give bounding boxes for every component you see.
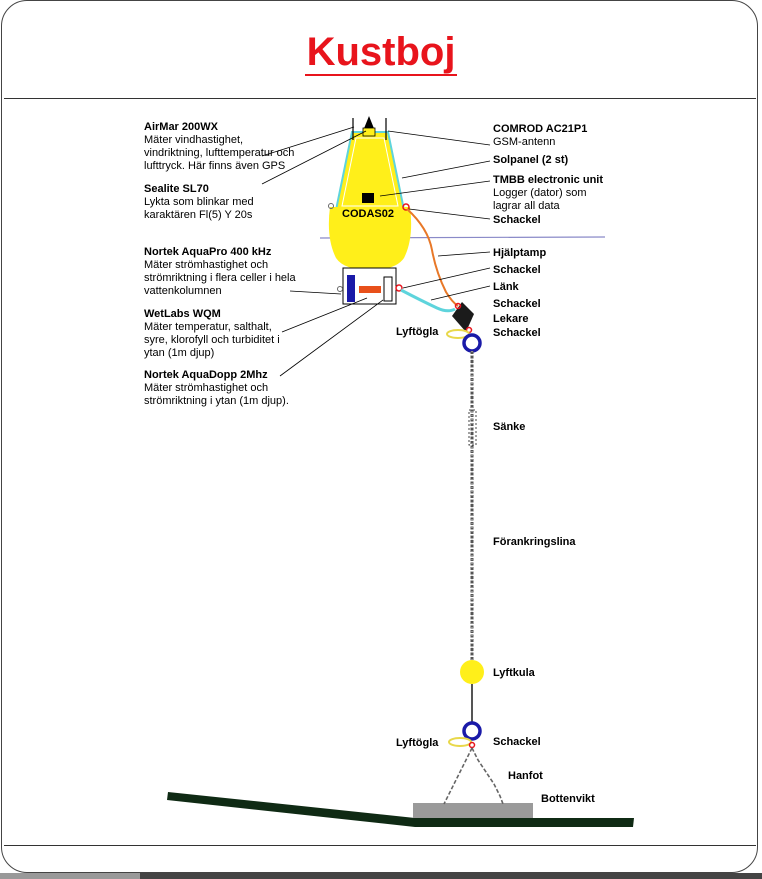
seabed [167, 792, 634, 827]
label-forankringslina: Förankringslina [493, 536, 576, 548]
bottom-weight [413, 803, 533, 818]
bridle-left [443, 747, 473, 805]
swivel [452, 302, 474, 332]
helper-rope [406, 208, 459, 307]
label-schackel-4: Schackel [493, 327, 541, 339]
label-schackel-3: Schackel [493, 298, 541, 310]
label-bottenvikt: Bottenvikt [541, 793, 595, 805]
label-lyftogla-bottom: Lyftögla [396, 737, 439, 749]
sinker [468, 409, 477, 446]
label-buoy-name: CODAS02 [342, 208, 394, 220]
label-lank: Länk [493, 281, 519, 293]
label-schackel-2: Schackel [493, 264, 541, 276]
footer-divider [4, 845, 756, 846]
lift-ring-bottom [448, 737, 472, 747]
label-schackel-1: Schackel [493, 214, 541, 226]
aquapro-instrument [347, 275, 355, 302]
label-schackel-5: Schackel [493, 736, 541, 748]
sealite-lamp-top [363, 116, 375, 131]
label-lyftkula: Lyftkula [493, 667, 535, 679]
bridle-right [471, 747, 504, 805]
header-divider [4, 98, 756, 99]
label-aquapro: Nortek AquaPro 400 kHz Mäter strömhastig… [144, 246, 296, 297]
aquadopp-instrument [383, 276, 393, 302]
shackle-bottom [462, 721, 482, 741]
label-solpanel: Solpanel (2 st) [493, 154, 569, 166]
label-airmar: AirMar 200WX Mäter vindhastighet, vindri… [144, 121, 295, 172]
label-wetlabs: WetLabs WQM Mäter temperatur, salthalt, … [144, 308, 280, 359]
label-sealite: Sealite SL70 Lykta som blinkar med karak… [144, 183, 254, 221]
label-aquadopp: Nortek AquaDopp 2Mhz Mäter strömhastighe… [144, 369, 289, 407]
label-comrod: COMROD AC21P1 GSM-antenn [493, 123, 588, 148]
sealite-lamp [362, 127, 376, 137]
page-title: Kustboj [304, 30, 458, 76]
link-cable [400, 288, 456, 313]
bottom-strip [0, 873, 762, 879]
label-hanfot: Hanfot [508, 770, 543, 782]
tmbb-logger [362, 193, 374, 203]
label-lekare: Lekare [493, 313, 529, 325]
wetlabs-instrument [359, 286, 381, 293]
label-tmbb: TMBB electronic unit Logger (dator) som … [493, 174, 604, 212]
shackle-top [462, 333, 482, 353]
label-lyftogla-top: Lyftögla [396, 326, 439, 338]
buoy-hull [328, 207, 412, 270]
label-hjalptamp: Hjälptamp [493, 247, 547, 259]
lift-ball [460, 660, 484, 684]
label-sanke: Sänke [493, 421, 526, 433]
